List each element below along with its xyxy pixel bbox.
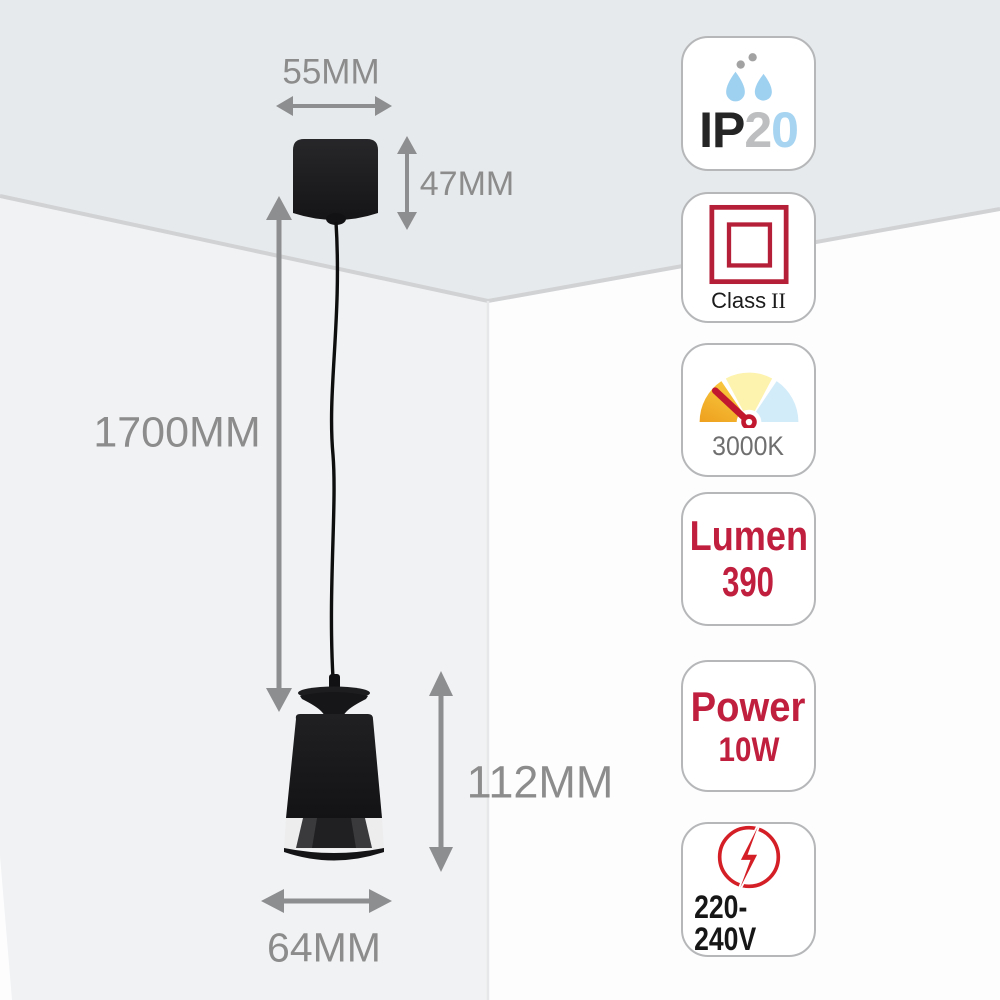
water-drops-icon	[725, 53, 772, 102]
cable-gland	[326, 213, 346, 225]
color-temperature-text: 3000K	[712, 430, 785, 461]
badge-power: Power 10W	[681, 660, 816, 792]
inner-reflector-core	[312, 818, 356, 848]
badge-ip-rating: IP20	[681, 36, 816, 171]
lamp-width-label: 64MM	[267, 924, 381, 971]
lightning-bolt-icon	[717, 825, 780, 889]
temperature-gauge-icon	[699, 372, 798, 428]
suspension-cable	[329, 221, 340, 679]
lumen-value: 390	[722, 558, 775, 605]
voltage-text: 220-240V	[694, 889, 757, 957]
ceiling-canopy	[293, 139, 378, 220]
canopy-width-label: 55MM	[282, 52, 380, 92]
power-value: 10W	[718, 730, 779, 769]
dimension-arrow-47mm	[397, 136, 417, 230]
dimension-arrows	[261, 96, 453, 913]
dimension-arrow-1700mm	[266, 196, 292, 712]
lumen-title: Lumen	[689, 512, 808, 559]
class-numeral: II	[771, 287, 786, 313]
holder-funnel	[300, 692, 368, 719]
badge-luminous-flux: Lumen 390	[681, 492, 816, 626]
ip-digit-water: 0	[771, 102, 799, 158]
ip-prefix: IP	[699, 102, 745, 158]
ip-digit-solids: 2	[744, 102, 772, 158]
badge-color-temperature: 3000K	[681, 343, 816, 477]
left-wall-plane	[0, 196, 488, 1000]
pendant-lamp	[284, 139, 384, 861]
dimension-arrow-55mm	[276, 96, 392, 116]
lamp-shade	[286, 714, 382, 818]
class-label: Class	[711, 287, 767, 313]
canopy-height-label: 47MM	[419, 165, 515, 203]
suspension-drop-label: 1700MM	[93, 408, 261, 457]
lamp-height-label: 112MM	[466, 756, 614, 808]
shade-bottom-rim	[284, 848, 384, 861]
cable-connector	[329, 674, 340, 690]
dimension-arrow-112mm	[429, 671, 453, 872]
ip-rating-text: IP20	[699, 102, 799, 158]
power-title: Power	[691, 682, 806, 730]
dimension-arrow-64mm	[261, 889, 392, 913]
badge-voltage: 220-240V	[681, 822, 816, 957]
double-insulation-icon	[708, 204, 789, 284]
